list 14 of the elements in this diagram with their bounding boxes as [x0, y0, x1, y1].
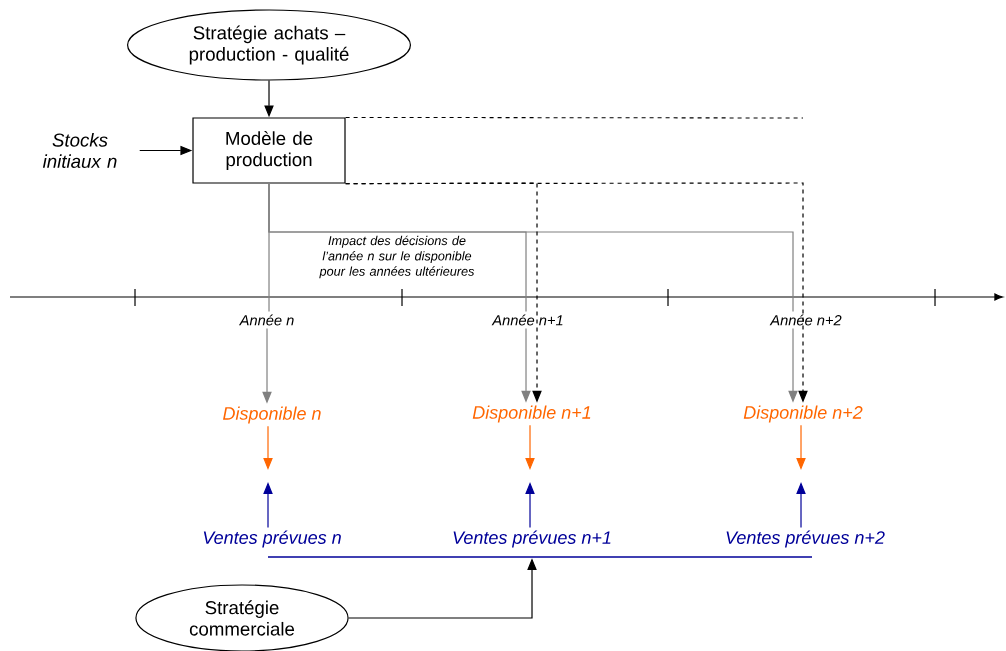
process-box: Modèle de production: [192, 117, 346, 184]
availability-label: Disponible n+1: [472, 405, 591, 423]
ellipse-node: Stratégie achats – production - qualité: [127, 9, 412, 81]
availability-label: Disponible n: [223, 406, 321, 424]
year-label: Année n+1: [491, 314, 563, 326]
year-label: Année n+2: [769, 314, 842, 326]
year-label: Année n: [238, 314, 294, 326]
input-label: Stocks initiaux n: [42, 133, 117, 169]
availability-label: Disponible n+2: [743, 405, 863, 423]
forecast-label: Ventes prévues n+1: [453, 530, 611, 548]
forecast-label: Ventes prévues n+2: [726, 530, 885, 548]
connector-line: [268, 183, 794, 313]
forecast-label: Ventes prévues n: [203, 530, 341, 548]
note-text: Impact des décisions de l’année n sur le disponible pour les années ultérieures: [319, 235, 475, 279]
